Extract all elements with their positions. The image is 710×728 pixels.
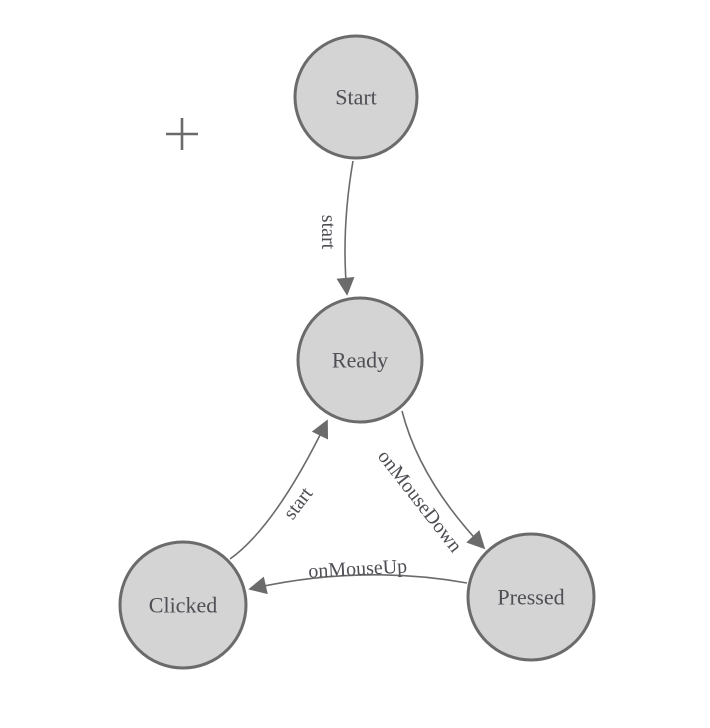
node-ready[interactable]: Ready [296,296,424,424]
plus-crosshair-icon [166,118,198,150]
node-start-label: Start [335,85,377,110]
edge-clicked-to-ready[interactable] [229,419,329,560]
node-ready-label: Ready [332,348,388,373]
node-clicked[interactable]: Clicked [118,540,248,670]
edge-group [229,160,486,595]
edge-label-onmousedown: onMouseDown [373,446,466,557]
node-start[interactable]: Start [293,34,419,160]
edge-label-start-bottom: start [279,483,318,524]
edge-label-start-top: start [317,215,339,250]
node-pressed[interactable]: Pressed [466,532,596,662]
node-pressed-circle[interactable] [466,532,596,662]
node-start-circle[interactable] [293,34,419,160]
node-ready-circle[interactable] [296,296,424,424]
edge-start-to-ready[interactable] [336,160,355,296]
edge-label-onmouseup: onMouseUp [308,555,408,582]
node-pressed-label: Pressed [497,585,564,610]
edge-ready-to-pressed[interactable] [401,410,486,550]
node-clicked-circle[interactable] [118,540,248,670]
node-clicked-label: Clicked [149,593,217,618]
edge-pressed-to-clicked[interactable] [248,574,468,595]
